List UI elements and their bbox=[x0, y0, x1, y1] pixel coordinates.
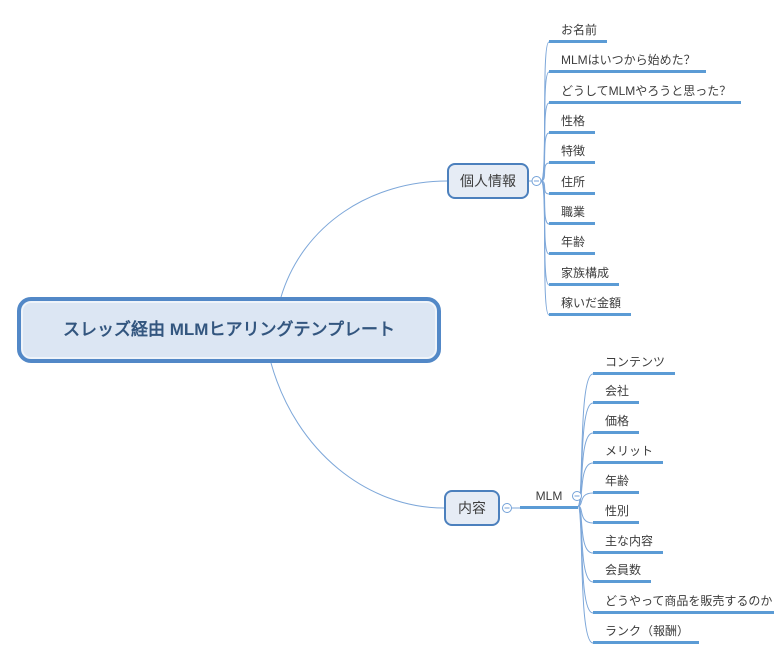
subtopic-mlm[interactable]: MLM bbox=[520, 487, 578, 509]
mlm-leaf[interactable]: メリット bbox=[593, 442, 664, 464]
connector-leaf bbox=[577, 373, 594, 507]
connector-leaf bbox=[577, 462, 594, 507]
personal-info-leaf[interactable]: 稼いだ金額 bbox=[549, 294, 632, 316]
root-topic[interactable]: スレッズ経由 MLMヒアリングテンプレート bbox=[17, 297, 441, 363]
personal-info-leaf[interactable]: 家族構成 bbox=[549, 264, 620, 286]
connector-leaf bbox=[577, 402, 594, 507]
mlm-leaf[interactable]: コンテンツ bbox=[593, 353, 676, 375]
personal-info-leaf[interactable]: 性格 bbox=[549, 112, 596, 134]
mlm-leaf[interactable]: 会社 bbox=[593, 382, 640, 404]
branch-topic-personal-info[interactable]: 個人情報 bbox=[447, 163, 529, 199]
personal-info-leaf[interactable]: 住所 bbox=[549, 173, 596, 195]
connector-root-personal-info bbox=[280, 180, 448, 298]
mlm-leaf[interactable]: ランク（報酬） bbox=[593, 622, 700, 644]
connector-root-content bbox=[270, 362, 445, 509]
personal-info-leaf[interactable]: どうしてMLMやろうと思った？ bbox=[549, 82, 742, 104]
connector-leaf bbox=[540, 180, 550, 316]
personal-info-leaf[interactable]: 年齢 bbox=[549, 233, 596, 255]
mlm-leaf[interactable]: 会員数 bbox=[593, 561, 652, 583]
mlm-leaf[interactable]: どうやって商品を販売するのか bbox=[593, 592, 774, 614]
personal-info-leaf[interactable]: MLMはいつから始めた？ bbox=[549, 51, 706, 73]
personal-info-leaf[interactable]: 特徴 bbox=[549, 142, 596, 164]
collapse-toggle-personal-info[interactable] bbox=[531, 176, 542, 186]
personal-info-leaf[interactable]: お名前 bbox=[549, 21, 608, 43]
mlm-leaf[interactable]: 主な内容 bbox=[593, 532, 664, 554]
mlm-leaf[interactable]: 年齢 bbox=[593, 472, 640, 494]
branch-topic-content[interactable]: 内容 bbox=[444, 490, 500, 526]
connector-leaf bbox=[540, 162, 550, 182]
collapse-toggle-content[interactable] bbox=[502, 503, 512, 513]
collapse-toggle-mlm[interactable] bbox=[572, 491, 582, 501]
connector-leaf bbox=[577, 505, 594, 644]
connector-leaf bbox=[540, 132, 550, 182]
mlm-leaf[interactable]: 価格 bbox=[593, 412, 640, 434]
connector-leaf bbox=[577, 492, 594, 507]
personal-info-leaf[interactable]: 職業 bbox=[549, 203, 596, 225]
mlm-leaf[interactable]: 性別 bbox=[593, 502, 640, 524]
